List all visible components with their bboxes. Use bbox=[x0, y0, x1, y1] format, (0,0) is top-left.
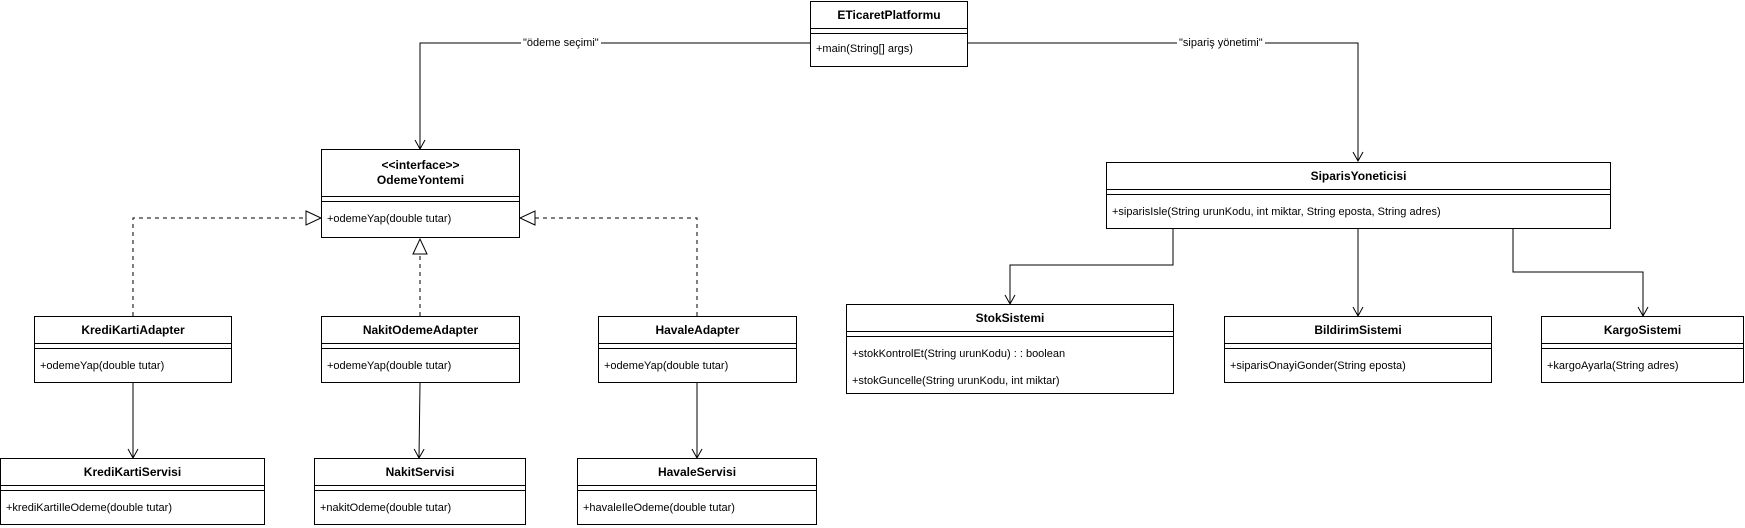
operation-kargoayarla: +kargoAyarla(String adres) bbox=[1547, 360, 1679, 372]
edge-label-odeme-secimi: "ödeme seçimi" bbox=[521, 37, 601, 50]
class-bildirim-sistemi[interactable]: BildirimSistemi +siparisOnayiGonder(Stri… bbox=[1224, 316, 1492, 383]
attributes-divider bbox=[1, 485, 264, 490]
class-name: SiparisYoneticisi bbox=[1310, 168, 1407, 183]
operation-stokguncelle: +stokGuncelle(String urunKodu, int mikta… bbox=[852, 375, 1060, 387]
class-havale-servisi[interactable]: HavaleServisi +havaleIleOdeme(double tut… bbox=[577, 458, 817, 525]
edge-label-siparis-yonetimi: "sipariş yönetimi" bbox=[1177, 37, 1265, 50]
attributes-divider bbox=[811, 28, 967, 33]
attributes-divider bbox=[315, 485, 525, 490]
class-name: KrediKartiAdapter bbox=[81, 322, 185, 337]
attributes-divider bbox=[578, 485, 816, 490]
class-name: HavaleServisi bbox=[657, 464, 737, 479]
class-name: NakitServisi bbox=[385, 464, 455, 479]
operation-kredikartiileodeme: +krediKartiIleOdeme(double tutar) bbox=[6, 502, 172, 514]
class-stok-sistemi[interactable]: StokSistemi +stokKontrolEt(String urunKo… bbox=[846, 304, 1174, 394]
operation-stokkontrolet: +stokKontrolEt(String urunKodu) : : bool… bbox=[852, 348, 1066, 360]
operation-siparisisle: +siparisIsle(String urunKodu, int miktar… bbox=[1112, 206, 1441, 218]
operation-nakitodeme: +nakitOdeme(double tutar) bbox=[320, 502, 452, 514]
operation-odemeyap: +odemeYap(double tutar) bbox=[327, 213, 452, 225]
edge-eticaret-to-siparis bbox=[967, 42, 1364, 163]
attributes-divider bbox=[1107, 189, 1610, 194]
class-name: HavaleAdapter bbox=[655, 322, 740, 337]
edge-siparis-to-kargo bbox=[1512, 229, 1649, 318]
class-name: KargoSistemi bbox=[1603, 322, 1682, 337]
class-kredi-karti-adapter[interactable]: KrediKartiAdapter +odemeYap(double tutar… bbox=[34, 316, 232, 383]
attributes-divider bbox=[1225, 343, 1491, 348]
class-name: NakitOdemeAdapter bbox=[362, 322, 479, 337]
class-siparis-yoneticisi[interactable]: SiparisYoneticisi +siparisIsle(String ur… bbox=[1106, 162, 1611, 229]
attributes-divider bbox=[599, 343, 796, 348]
class-name: StokSistemi bbox=[975, 310, 1045, 325]
attributes-divider bbox=[322, 343, 519, 348]
edge-havale-adapter-realizes bbox=[518, 210, 698, 316]
class-nakit-servisi[interactable]: NakitServisi +nakitOdeme(double tutar) bbox=[314, 458, 526, 525]
class-eticaret-platformu[interactable]: ETicaretPlatformu +main(String[] args) bbox=[810, 1, 968, 67]
operation-odemeyap: +odemeYap(double tutar) bbox=[40, 360, 165, 372]
class-name: OdemeYontemi bbox=[376, 173, 465, 187]
attributes-divider bbox=[322, 196, 519, 201]
attributes-divider bbox=[847, 331, 1173, 336]
operation-odemeyap: +odemeYap(double tutar) bbox=[604, 360, 729, 372]
class-kredi-karti-servisi[interactable]: KrediKartiServisi +krediKartiIleOdeme(do… bbox=[0, 458, 265, 525]
edge-kredi-adapter-realizes bbox=[132, 210, 323, 316]
class-name: BildirimSistemi bbox=[1314, 322, 1402, 337]
edge-nakit-adapter-to-servis bbox=[413, 382, 425, 460]
operation-odemeyap: +odemeYap(double tutar) bbox=[327, 360, 452, 372]
class-nakit-odeme-adapter[interactable]: NakitOdemeAdapter +odemeYap(double tutar… bbox=[321, 316, 520, 383]
stereotype-label: <<interface>> bbox=[381, 158, 460, 172]
class-kargo-sistemi[interactable]: KargoSistemi +kargoAyarla(String adres) bbox=[1541, 316, 1744, 383]
edge-siparis-to-stok bbox=[1004, 229, 1174, 306]
attributes-divider bbox=[35, 343, 231, 348]
operation-main: +main(String[] args) bbox=[816, 43, 913, 55]
class-havale-adapter[interactable]: HavaleAdapter +odemeYap(double tutar) bbox=[598, 316, 797, 383]
attributes-divider bbox=[1542, 343, 1743, 348]
operation-siparisonayigonder: +siparisOnayiGonder(String eposta) bbox=[1230, 360, 1406, 372]
edge-eticaret-to-odeme-yontemi bbox=[414, 42, 810, 151]
interface-odeme-yontemi[interactable]: <<interface>> OdemeYontemi +odemeYap(dou… bbox=[321, 149, 520, 238]
operation-havaleileodeme: +havaleIleOdeme(double tutar) bbox=[583, 502, 735, 514]
class-name: ETicaretPlatformu bbox=[837, 7, 941, 22]
class-name: KrediKartiServisi bbox=[83, 464, 182, 479]
